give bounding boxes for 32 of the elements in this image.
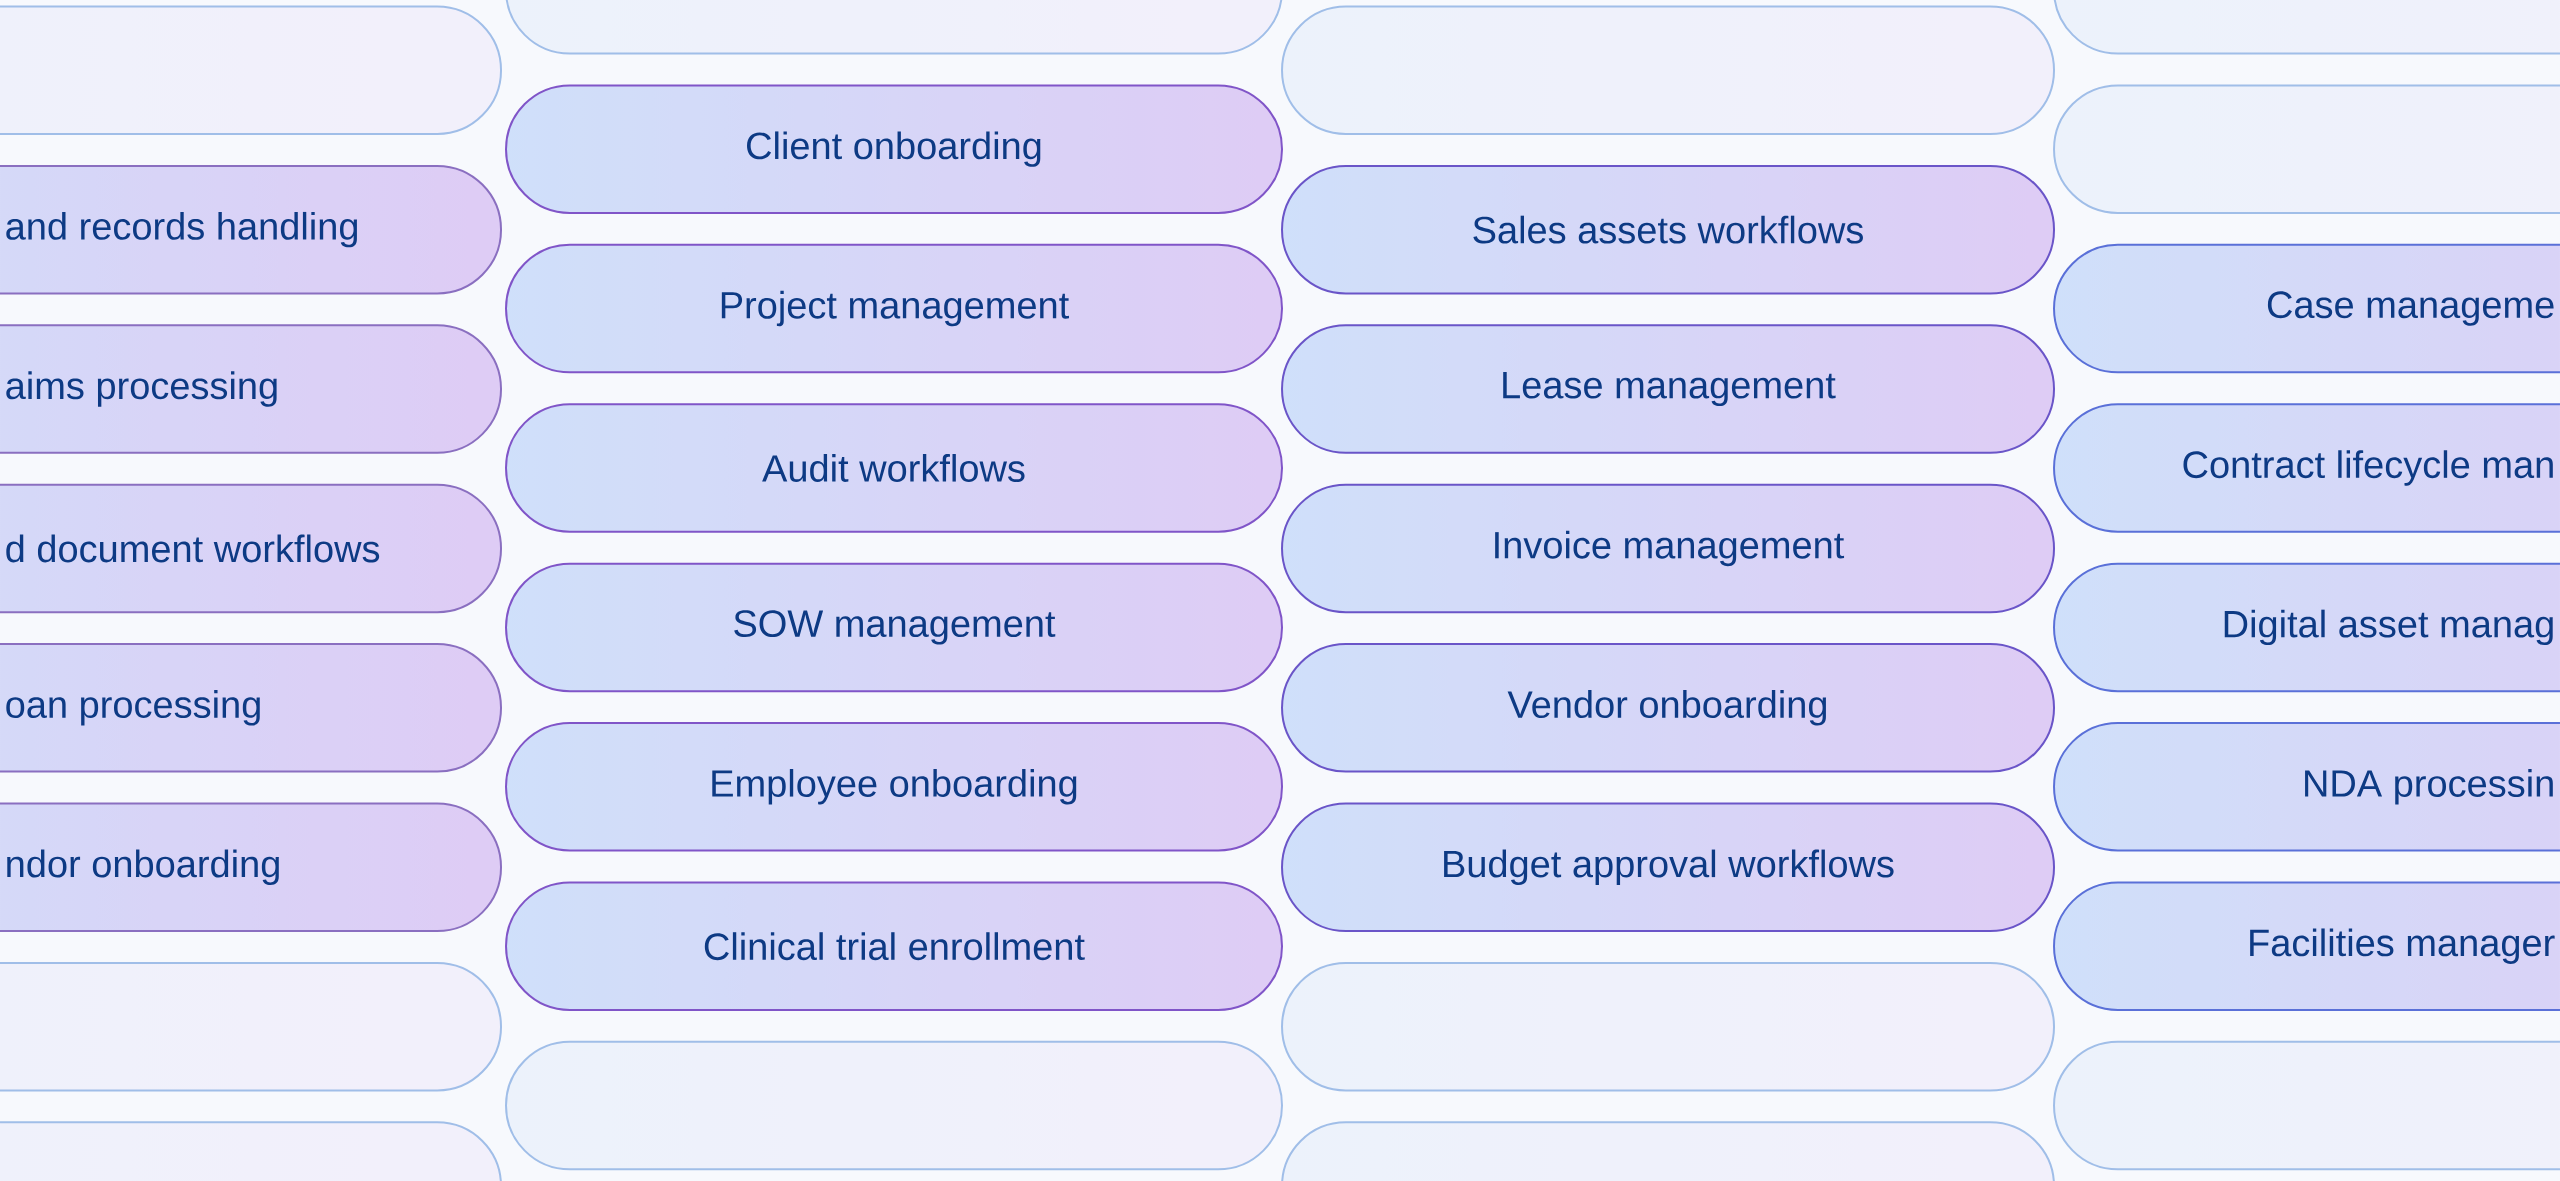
process-pill: Lease management	[1281, 324, 2055, 454]
empty-pill	[2053, 0, 2560, 55]
process-pill: Client onboarding	[505, 84, 1283, 214]
process-pill: Audit workflows	[505, 403, 1283, 533]
process-pill: Invoice management	[1281, 483, 2055, 614]
empty-pill	[2053, 84, 2560, 214]
empty-pill	[0, 1121, 502, 1181]
process-pill: Clinical trial enrollment	[505, 881, 1283, 1011]
process-pill: oan processing	[0, 643, 502, 773]
empty-pill	[1281, 961, 2055, 1092]
process-pill: d document workflows	[0, 483, 502, 614]
empty-pill	[505, 0, 1283, 55]
process-pill: Case manageme	[2053, 243, 2560, 374]
process-pill: ndor onboarding	[0, 802, 502, 933]
empty-pill	[505, 1040, 1283, 1171]
process-pill: aims processing	[0, 324, 502, 454]
process-pill: SOW management	[505, 562, 1283, 693]
process-pill: Sales assets workflows	[1281, 164, 2055, 295]
process-pill: Project management	[505, 243, 1283, 374]
process-pill: Facilities manager	[2053, 881, 2560, 1011]
process-pill: Budget approval workflows	[1281, 802, 2055, 933]
process-pill: Contract lifecycle man	[2053, 403, 2560, 533]
process-pill: NDA processin	[2053, 722, 2560, 852]
process-pill: Vendor onboarding	[1281, 643, 2055, 773]
process-pill: and records handling	[0, 164, 502, 295]
empty-pill	[2053, 1040, 2560, 1171]
empty-pill	[0, 5, 502, 135]
empty-pill	[1281, 5, 2055, 135]
process-pill: Digital asset manag	[2053, 562, 2560, 693]
empty-pill	[0, 961, 502, 1092]
empty-pill	[1281, 1121, 2055, 1181]
process-pill: Employee onboarding	[505, 722, 1283, 852]
